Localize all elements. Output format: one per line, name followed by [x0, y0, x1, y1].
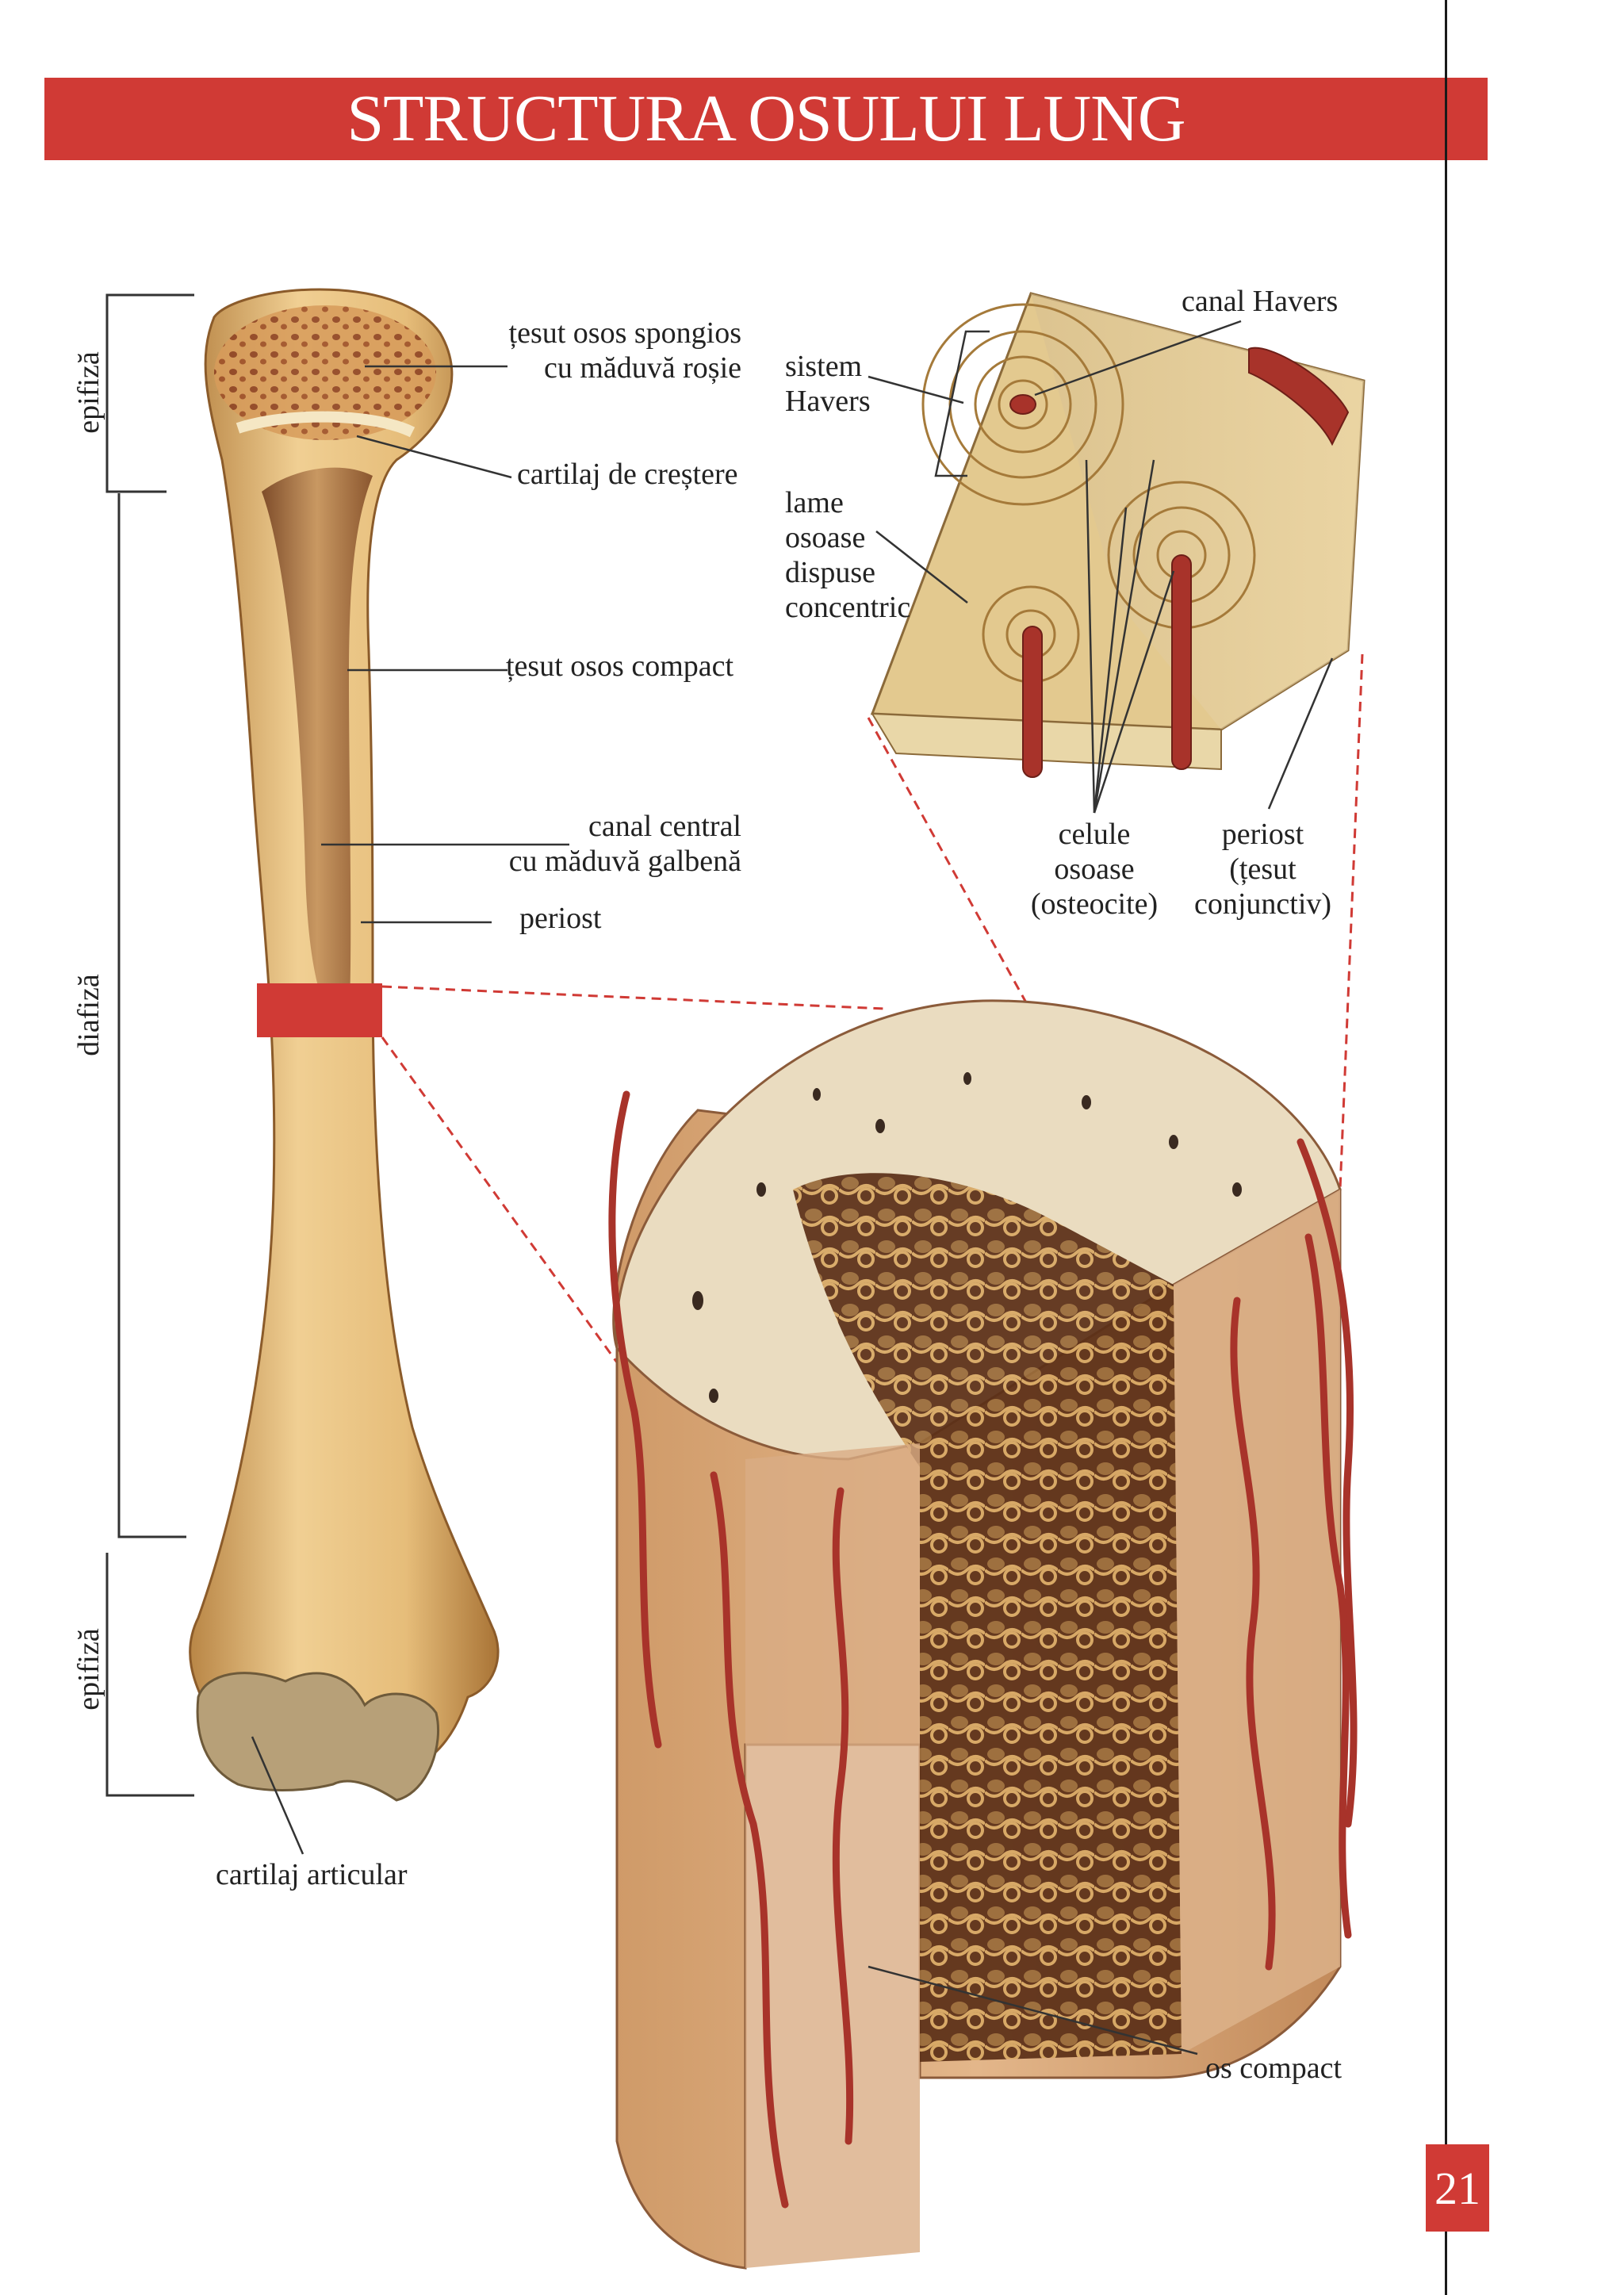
label-bone-cells: celule osoase (osteocite) [1030, 818, 1159, 921]
label-growth-cartilage: cartilaj de creștere [517, 458, 738, 491]
label-haversian-system: sistem Havers [785, 350, 871, 418]
page-title: STRUCTURA OSULUI LUNG [347, 82, 1185, 155]
page-edge-line [1445, 0, 1447, 2295]
label-spongy-bone: țesut osos spongios cu măduvă roșie [508, 316, 741, 385]
label-articular-cartilage: cartilaj articular [216, 1858, 408, 1891]
label-central-canal: canal central cu măduvă galbenă [508, 810, 741, 878]
label-diaphysis: diafiză [72, 974, 105, 1056]
label-compact-bone: os compact [1205, 2052, 1342, 2085]
label-periosteum-detail: periost (țesut conjunctiv) [1193, 818, 1332, 921]
label-compact-tissue: țesut osos compact [506, 649, 734, 683]
page-number-badge: 21 [1426, 2144, 1489, 2232]
label-epiphysis-top: epifiză [72, 351, 105, 434]
bone-cross-section [608, 999, 1358, 2270]
label-epiphysis-bottom: epifiză [72, 1628, 105, 1711]
haversian-detail [870, 292, 1365, 778]
page-number: 21 [1434, 2162, 1480, 2214]
label-lamellae: lame osoase dispuse concentric [785, 486, 911, 624]
long-bone [189, 288, 500, 1802]
label-haversian-canal: canal Havers [1182, 285, 1339, 318]
label-periosteum: periost [519, 902, 602, 935]
title-bar: STRUCTURA OSULUI LUNG [44, 78, 1488, 160]
section-marker [257, 983, 382, 1037]
